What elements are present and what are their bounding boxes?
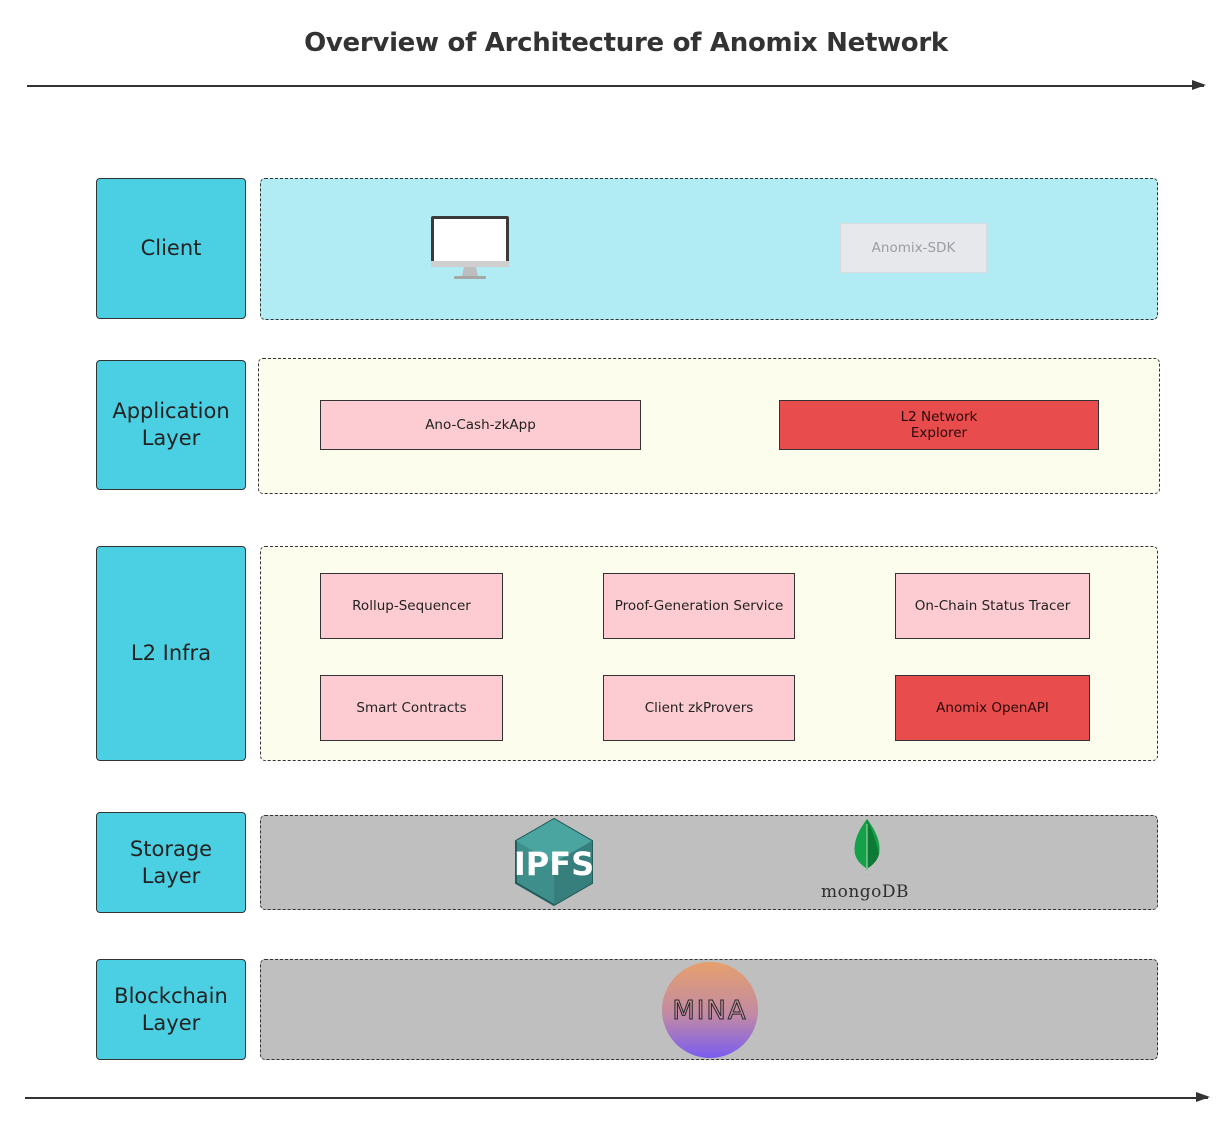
ano-cash-zkapp-node[interactable]: Ano-Cash-zkApp [320, 400, 641, 450]
mongodb-leaf-icon [854, 819, 880, 875]
l2-network-explorer-node[interactable]: L2 Network Explorer [779, 400, 1099, 450]
layer-label-l2-infra: L2 Infra [96, 546, 246, 761]
diagram-title: Overview of Architecture of Anomix Netwo… [304, 28, 948, 58]
monitor-icon [431, 216, 509, 279]
smart-contracts-node[interactable]: Smart Contracts [320, 675, 503, 741]
layer-label-blockchain: Blockchain Layer [96, 959, 246, 1060]
storage-layer-box [260, 815, 1158, 910]
layer-label-client: Client [96, 178, 246, 319]
bottom-arrow [25, 1093, 1210, 1101]
mina-logo-text: MINA [672, 996, 747, 1026]
on-chain-status-tracer-node[interactable]: On-Chain Status Tracer [895, 573, 1090, 639]
layer-label-storage: Storage Layer [96, 812, 246, 913]
mina-logo-icon: MINA [662, 962, 758, 1058]
anomix-sdk-node[interactable]: Anomix-SDK [840, 223, 987, 273]
ipfs-logo-text: IPFS [514, 845, 594, 883]
anomix-openapi-node[interactable]: Anomix OpenAPI [895, 675, 1090, 741]
client-layer-box [260, 178, 1158, 320]
top-arrow [27, 81, 1206, 89]
rollup-sequencer-node[interactable]: Rollup-Sequencer [320, 573, 503, 639]
proof-generation-service-node[interactable]: Proof-Generation Service [603, 573, 795, 639]
ipfs-logo-icon: IPFS [514, 817, 594, 907]
layer-label-application: Application Layer [96, 360, 246, 490]
client-zkprovers-node[interactable]: Client zkProvers [603, 675, 795, 741]
mongodb-logo-text: mongoDB [820, 882, 910, 902]
